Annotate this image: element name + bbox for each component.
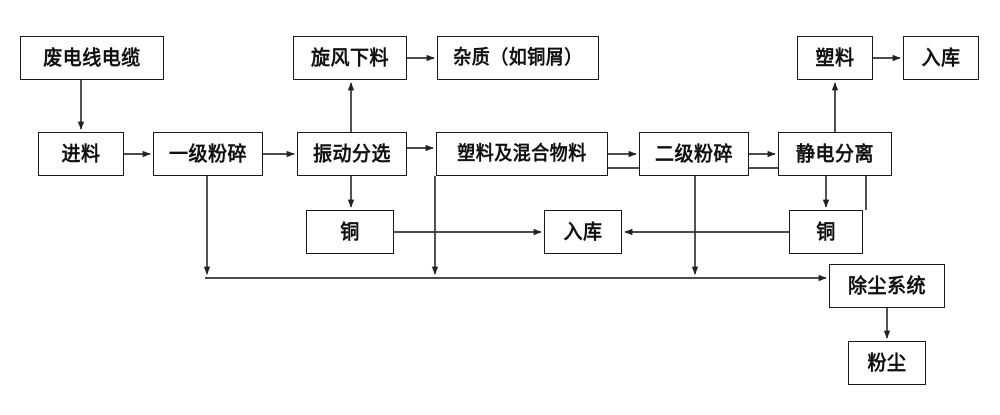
- node-plastic-and-mixed-material-label: 塑料及混合物料: [457, 142, 587, 165]
- node-electrostatic-separation[interactable]: 静电分离: [778, 132, 892, 176]
- node-storage-top-label: 入库: [921, 45, 961, 70]
- node-copper-right-label: 铜: [816, 219, 836, 244]
- node-cyclone-discharge-label: 旋风下料: [310, 45, 389, 70]
- node-impurity-label: 杂质（如铜屑）: [453, 46, 583, 69]
- node-waste-cable[interactable]: 废电线电缆: [20, 36, 164, 80]
- node-dust[interactable]: 粉尘: [848, 341, 926, 385]
- node-storage-top[interactable]: 入库: [903, 36, 979, 80]
- node-copper-right[interactable]: 铜: [789, 210, 863, 254]
- node-feeding[interactable]: 进料: [38, 132, 124, 176]
- node-primary-crushing-label: 一级粉碎: [168, 141, 247, 166]
- node-dust-removal-system[interactable]: 除尘系统: [829, 264, 945, 308]
- node-storage-mid-label: 入库: [563, 219, 603, 244]
- node-cyclone-discharge[interactable]: 旋风下料: [293, 36, 407, 80]
- node-storage-mid[interactable]: 入库: [544, 210, 622, 254]
- node-plastic-and-mixed-material[interactable]: 塑料及混合物料: [436, 132, 608, 176]
- node-dust-label: 粉尘: [867, 350, 907, 375]
- node-feeding-label: 进料: [61, 141, 101, 166]
- node-copper-left[interactable]: 铜: [306, 210, 394, 254]
- node-copper-left-label: 铜: [340, 219, 360, 244]
- node-plastic-output[interactable]: 塑料: [797, 36, 873, 80]
- node-secondary-crushing[interactable]: 二级粉碎: [639, 132, 749, 176]
- node-electrostatic-separation-label: 静电分离: [795, 141, 874, 166]
- node-vibration-sorting[interactable]: 振动分选: [297, 132, 407, 176]
- node-primary-crushing[interactable]: 一级粉碎: [153, 132, 263, 176]
- node-impurity[interactable]: 杂质（如铜屑）: [437, 36, 599, 80]
- node-vibration-sorting-label: 振动分选: [312, 141, 391, 166]
- node-plastic-output-label: 塑料: [815, 45, 855, 70]
- node-secondary-crushing-label: 二级粉碎: [654, 141, 733, 166]
- node-dust-removal-system-label: 除尘系统: [847, 273, 926, 298]
- node-waste-cable-label: 废电线电缆: [43, 45, 141, 70]
